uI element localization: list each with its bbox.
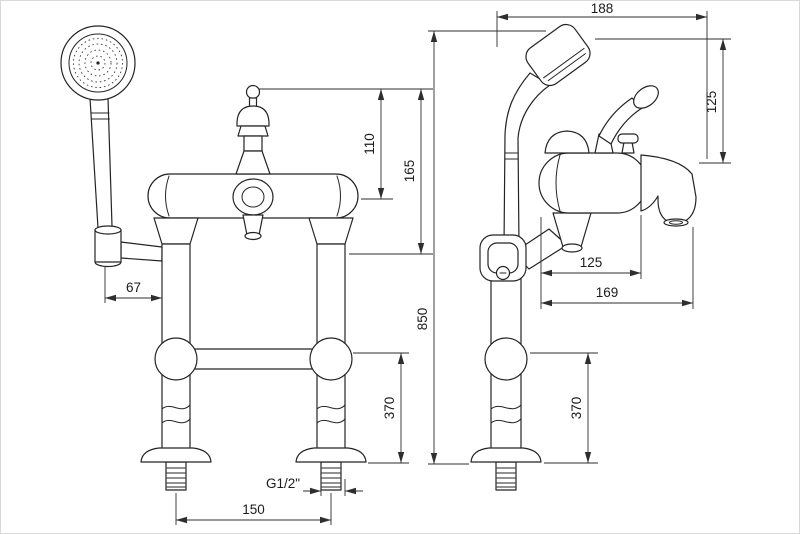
body-dome-cap [544,130,590,154]
left-base-flange [140,447,212,463]
dim-125-reach-label: 125 [580,255,603,270]
handshower-front [60,25,163,268]
dim-125-reach: 125 [540,215,642,309]
valve-body [538,152,648,214]
dim-thread-label: G1/2" [266,476,300,491]
dim-850-label: 850 [415,308,430,331]
dim-67: 67 [104,267,163,303]
dim-188: 188 [496,1,708,159]
dim-125-height-label: 125 [704,91,719,114]
dim-370-front: 370 [353,352,409,464]
dim-110-label: 110 [362,133,377,155]
handshower-hose-connector [120,241,163,262]
dim-165-label: 165 [402,160,417,183]
dim-110: 110 [259,88,433,200]
spout-nose [232,178,274,216]
diverter-knob [617,133,639,144]
dim-125-height: 125 [595,38,731,164]
dim-188-label: 188 [591,1,614,16]
top-knob-finial [245,84,261,100]
tub-spout [640,154,697,222]
side-view [470,23,697,491]
right-base-flange [295,447,367,463]
dim-thread: G1/2" [266,476,363,496]
dim-150-label: 150 [242,502,265,517]
front-view [60,25,367,491]
mixer-front [140,84,367,491]
dim-150: 150 [175,493,332,525]
handshower-handle [89,97,113,229]
dim-67-label: 67 [126,280,141,295]
dim-165: 165 [349,89,433,255]
dim-850: 850 [415,30,546,465]
dimension-annotations: 67 110 165 370 150 [104,1,731,525]
base-flange-side [470,447,542,463]
handshower-side [503,23,591,248]
dim-169: 169 [541,227,694,309]
dim-169-label: 169 [596,285,619,300]
valve-body-side [538,85,697,227]
handshower-holder-bracket [479,234,527,282]
dim-370-side: 370 [530,352,598,464]
spout-aerator [663,218,689,227]
handshower-head-side [525,23,591,87]
handshower-handle-side [503,72,551,248]
cross-brace [189,348,318,370]
dim-370-side-label: 370 [569,397,584,420]
dim-370-front-label: 370 [382,397,397,420]
